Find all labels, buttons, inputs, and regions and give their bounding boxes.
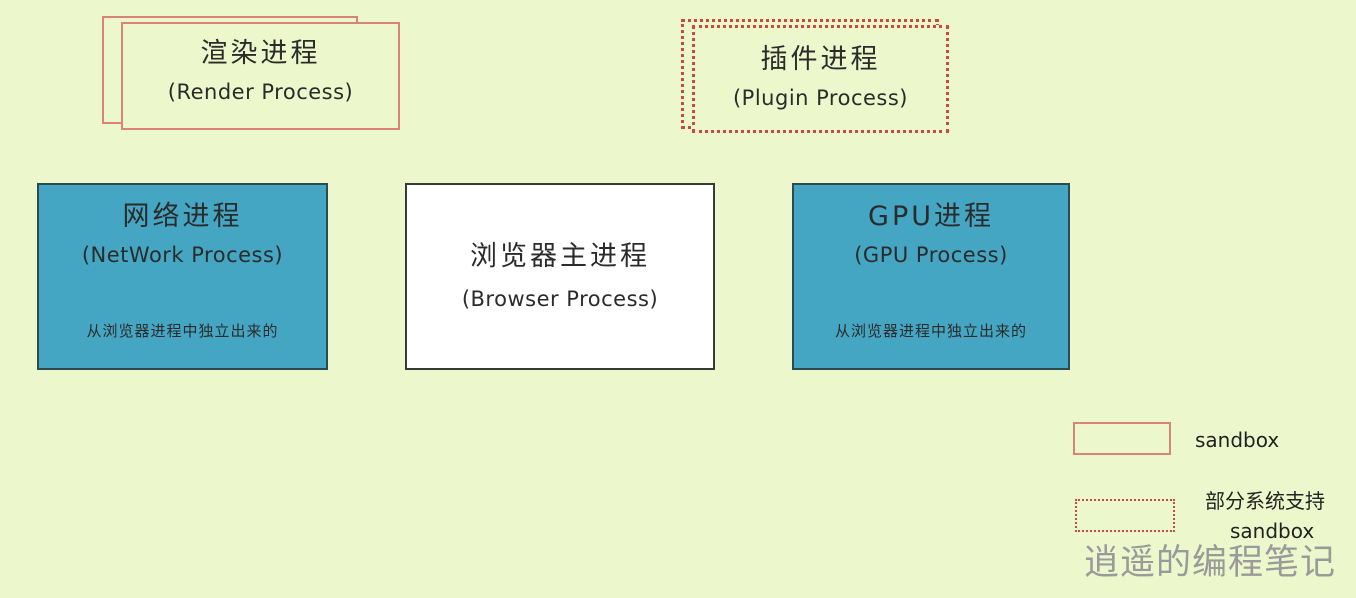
network-process-subtitle: (NetWork Process) bbox=[81, 243, 284, 268]
legend-partial-sandbox-swatch bbox=[1075, 499, 1175, 532]
browser-process-box: 浏览器主进程 (Browser Process) bbox=[405, 183, 715, 370]
gpu-process-subtitle: (GPU Process) bbox=[854, 243, 1008, 268]
browser-process-title: 浏览器主进程 bbox=[470, 240, 650, 272]
watermark: 逍遥的编程笔记 bbox=[1083, 543, 1336, 583]
legend-sandbox-label: sandbox bbox=[1195, 428, 1280, 452]
render-process-box: 渲染进程 (Render Process) bbox=[121, 22, 400, 130]
render-process-title: 渲染进程 bbox=[200, 38, 321, 69]
plugin-process-title: 插件进程 bbox=[760, 44, 881, 75]
render-process-subtitle: (Render Process) bbox=[167, 80, 354, 105]
network-process-box: 网络进程 (NetWork Process) 从浏览器进程中独立出来的 bbox=[37, 183, 328, 370]
legend-partial-sandbox-label-line2: sandbox bbox=[1230, 519, 1315, 543]
plugin-process-subtitle: (Plugin Process) bbox=[732, 86, 908, 111]
browser-process-subtitle: (Browser Process) bbox=[461, 287, 659, 312]
gpu-process-note: 从浏览器进程中独立出来的 bbox=[834, 322, 1027, 340]
plugin-process-box: 插件进程 (Plugin Process) bbox=[692, 25, 949, 133]
gpu-process-box: GPU进程 (GPU Process) 从浏览器进程中独立出来的 bbox=[792, 183, 1070, 370]
legend-partial-sandbox-label-line1: 部分系统支持 bbox=[1205, 489, 1325, 513]
gpu-process-title: GPU进程 bbox=[868, 201, 994, 232]
network-process-title: 网络进程 bbox=[122, 201, 243, 232]
network-process-note: 从浏览器进程中独立出来的 bbox=[86, 322, 279, 340]
legend-sandbox-swatch bbox=[1073, 422, 1171, 455]
